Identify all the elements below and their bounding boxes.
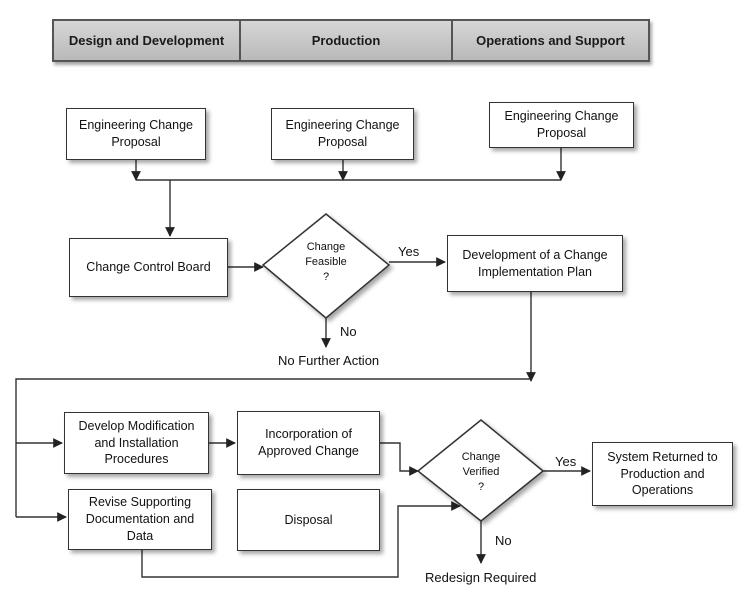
verified-decision-diamond	[416, 419, 545, 522]
verified-yes-label: Yes	[555, 454, 577, 469]
disposal-box: Disposal	[237, 489, 380, 551]
system-returned-box: System Returned to Production and Operat…	[592, 442, 733, 506]
return-loop-line	[15, 378, 531, 517]
feasible-yes-label: Yes	[398, 244, 420, 259]
incorporation-box: Incorporation of Approved Change	[237, 411, 380, 475]
revise-documentation-box: Revise Supporting Documentation and Data	[68, 489, 212, 550]
change-control-board-box: Change Control Board	[69, 238, 228, 297]
ecp-production-box: Engineering Change Proposal	[271, 108, 414, 160]
phase-design-development: Design and Development	[68, 33, 225, 48]
revise-to-verified-arrow	[141, 501, 461, 578]
feasible-decision-label: Change Feasible ?	[305, 241, 347, 283]
ecp-operations-box: Engineering Change Proposal	[489, 102, 634, 148]
develop-modification-box: Develop Modification and Installation Pr…	[64, 412, 209, 474]
phase-header-bar: Design and Development Production Operat…	[52, 19, 650, 62]
verified-no-label: No	[495, 533, 512, 548]
incorporate-to-verified-arrow	[380, 442, 419, 476]
redesign-required-label: Redesign Required	[425, 570, 537, 585]
change-implementation-plan-box: Development of a Change Implementation P…	[447, 235, 623, 292]
ecp-design-box: Engineering Change Proposal	[66, 108, 206, 160]
phase-production: Production	[239, 21, 451, 60]
verified-decision-label: Change Verified ?	[461, 451, 501, 493]
feasible-decision-diamond	[261, 213, 391, 319]
feasible-no-label: No	[340, 324, 357, 339]
phase-operations-support: Operations and Support	[451, 21, 648, 60]
no-further-action-label: No Further Action	[278, 353, 380, 368]
